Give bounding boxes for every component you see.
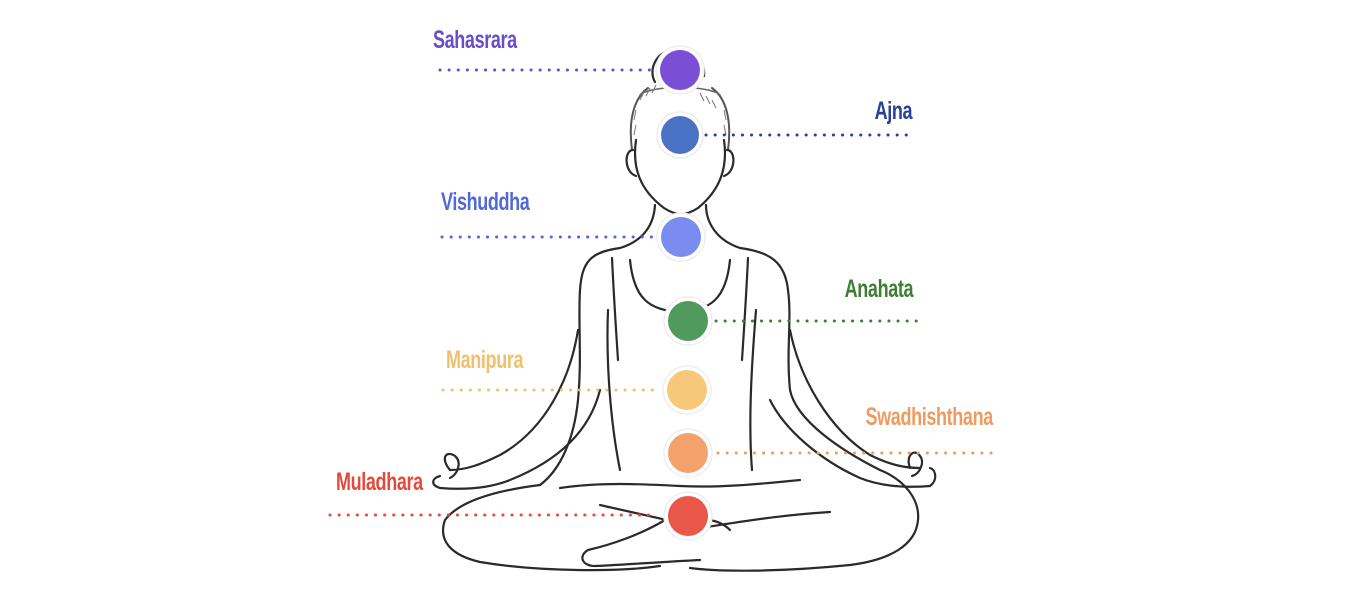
manipura-chakra-dot-icon — [667, 370, 707, 410]
swadhishthana-label: Swadhishthana — [865, 403, 994, 431]
swadhishthana-chakra-dot-icon — [668, 433, 708, 473]
manipura-label: Manipura — [446, 346, 524, 374]
sahasrara-chakra-dot-icon — [660, 50, 700, 90]
anahata-chakra-dot-icon — [668, 301, 708, 341]
ajna-chakra-dot-icon — [661, 116, 699, 154]
vishuddha-label: Vishuddha — [441, 188, 530, 216]
ajna-label: Ajna — [874, 97, 912, 125]
muladhara-chakra-dot-icon — [668, 496, 708, 536]
sahasrara-label: Sahasrara — [433, 26, 517, 54]
muladhara-label: Muladhara — [336, 468, 423, 496]
vishuddha-chakra-dot-icon — [661, 217, 701, 257]
anahata-label: Anahata — [844, 275, 913, 303]
